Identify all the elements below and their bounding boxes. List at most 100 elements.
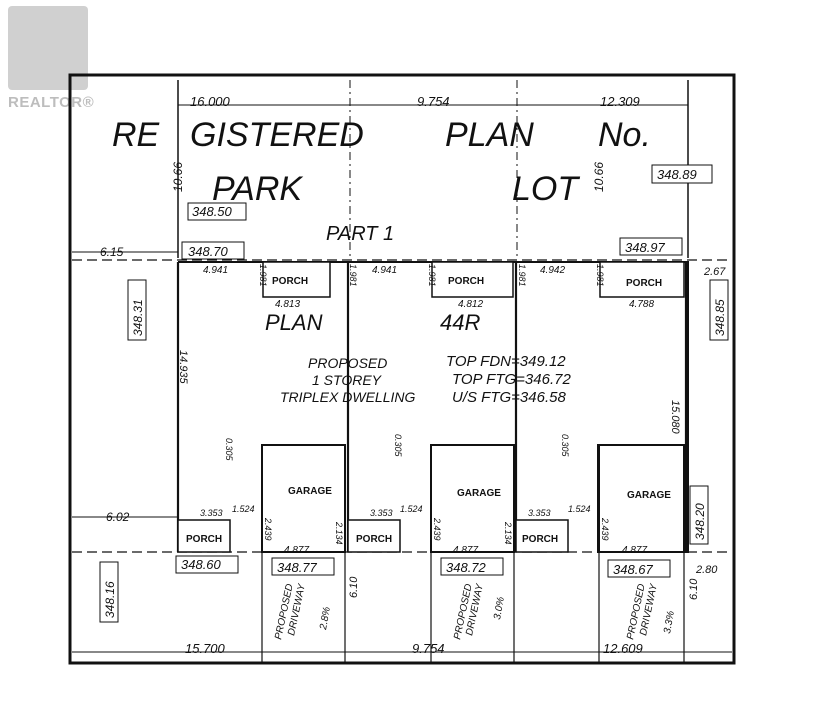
garage-c (598, 444, 685, 553)
elev-box-7 (689, 485, 709, 545)
dim-top-right: 12.309 (600, 94, 640, 109)
dim-left-vert: 10.66 (171, 162, 185, 192)
dim-bottom-mid: 9.754 (412, 641, 445, 656)
dwelling-type: TRIPLEX DWELLING (280, 389, 415, 405)
elev-6: 348.85 (713, 299, 727, 336)
garage-width-b: 4.877 (453, 545, 478, 556)
plan-number: 44R (440, 310, 480, 335)
porch-depth-e: 1.981 (595, 264, 605, 287)
garage-width-c: 4.877 (622, 545, 647, 556)
elev-box-3 (181, 241, 245, 260)
porch-width-a: 4.813 (275, 299, 300, 310)
dim-left-side: 14.935 (177, 350, 189, 385)
porch-label-rear-a: PORCH (186, 534, 222, 545)
park-label: PARK (212, 170, 303, 208)
step-dim-b: 1.524 (400, 504, 423, 514)
elev-box-8 (99, 561, 119, 623)
elev-11: 348.72 (446, 560, 487, 575)
porch-front-c (599, 261, 685, 298)
garage-offset-b: 0.305 (393, 434, 403, 458)
garage-label-b: GARAGE (457, 488, 501, 499)
porch-depth-b: 1.981 (348, 264, 358, 287)
garage-side-a: 2.134 (334, 521, 344, 545)
step-dim-c: 1.524 (568, 504, 591, 514)
front-dim-c: 4.942 (540, 265, 565, 276)
dim-right-side: 15.080 (669, 400, 681, 435)
elev-12: 348.67 (613, 562, 654, 577)
garage-width-a: 4.877 (284, 545, 309, 556)
dim-bottom-right: 12.609 (603, 641, 643, 656)
dwelling-proposed: PROPOSED (308, 355, 387, 371)
garage-label-a: GARAGE (288, 486, 332, 497)
garage-side-b: 2.134 (503, 521, 513, 545)
dim-right-bottom: 2.80 (695, 564, 718, 576)
porch-rear-b (347, 519, 401, 553)
dim-setback-mid: 6.02 (106, 510, 130, 524)
porch-label-front-a: PORCH (272, 276, 308, 287)
dim-top-mid: 9.754 (417, 94, 450, 109)
driveway-c-slope: 3.3% (662, 610, 677, 634)
porch-label-front-c: PORCH (626, 278, 662, 289)
dim-top-left: 16.000 (190, 94, 231, 109)
porch-depth-c: 1.981 (427, 264, 437, 287)
title-word-2: GISTERED (190, 116, 364, 154)
dwelling-storey: 1 STOREY (312, 372, 383, 388)
porch-width-b: 4.812 (458, 299, 483, 310)
top-ftg: TOP FTG=346.72 (452, 371, 571, 388)
porch-front-a (262, 261, 331, 298)
watermark-text: REALTOR® (8, 94, 95, 111)
plan-label: PLAN (265, 310, 323, 335)
elev-box-10 (271, 557, 335, 576)
drawing-frame (68, 73, 736, 665)
elev-box-9 (175, 555, 239, 574)
garage-depth-a: 2.439 (263, 517, 273, 541)
driveway-a-slope: 2.8% (318, 606, 333, 631)
realtor-watermark: REALTOR® (4, 4, 94, 112)
porch-front-b (431, 261, 514, 298)
title-word-3: PLAN (445, 116, 534, 154)
porch-front-dim-c: 3.353 (528, 508, 551, 518)
dim-bottom-left: 15.700 (185, 641, 226, 656)
garage-depth-c: 2.439 (600, 517, 610, 541)
step-dim-a: 1.524 (232, 504, 255, 514)
porch-label-front-b: PORCH (448, 276, 484, 287)
garage-a (261, 444, 346, 553)
elev-3: 348.70 (188, 244, 229, 259)
garage-offset-a: 0.305 (224, 438, 234, 462)
driveway-b-slope: 3.0% (492, 596, 507, 620)
porch-rear-a (177, 519, 231, 553)
elev-1: 348.89 (657, 167, 697, 182)
elev-8: 348.16 (103, 581, 117, 618)
porch-width-c: 4.788 (629, 299, 654, 310)
dim-right-top: 2.67 (703, 266, 726, 278)
elev-9: 348.60 (181, 557, 222, 572)
elev-10: 348.77 (277, 560, 318, 575)
porch-label-rear-b: PORCH (356, 534, 392, 545)
front-dim-b: 4.941 (372, 265, 397, 276)
garage-depth-b: 2.439 (432, 517, 442, 541)
garage-b (430, 444, 515, 553)
title-word-4: No. (598, 116, 651, 154)
elev-box-12 (607, 559, 671, 578)
dim-setback-top: 6.15 (100, 245, 124, 259)
top-fdn: TOP FDN=349.12 (446, 353, 566, 370)
porch-label-rear-c: PORCH (522, 534, 558, 545)
elev-7: 348.20 (693, 503, 707, 540)
elev-box-4 (619, 237, 683, 256)
garage-label-c: GARAGE (627, 490, 671, 501)
front-dim-a: 4.941 (203, 265, 228, 276)
porch-front-dim-b: 3.353 (370, 508, 393, 518)
elev-4: 348.97 (625, 240, 666, 255)
elev-box-1 (651, 164, 713, 184)
dim-drive-a: 6.10 (348, 576, 360, 598)
title-word-1: RE (112, 116, 160, 154)
elev-5: 348.31 (131, 299, 145, 336)
dim-drive-b: 6.10 (688, 578, 700, 600)
porch-front-dim-a: 3.353 (200, 508, 223, 518)
elev-box-11 (440, 557, 504, 576)
porch-depth-a: 1.981 (258, 264, 268, 287)
garage-offset-c: 0.305 (560, 434, 570, 458)
elev-box-6 (709, 279, 729, 341)
elev-box-5 (127, 279, 147, 341)
